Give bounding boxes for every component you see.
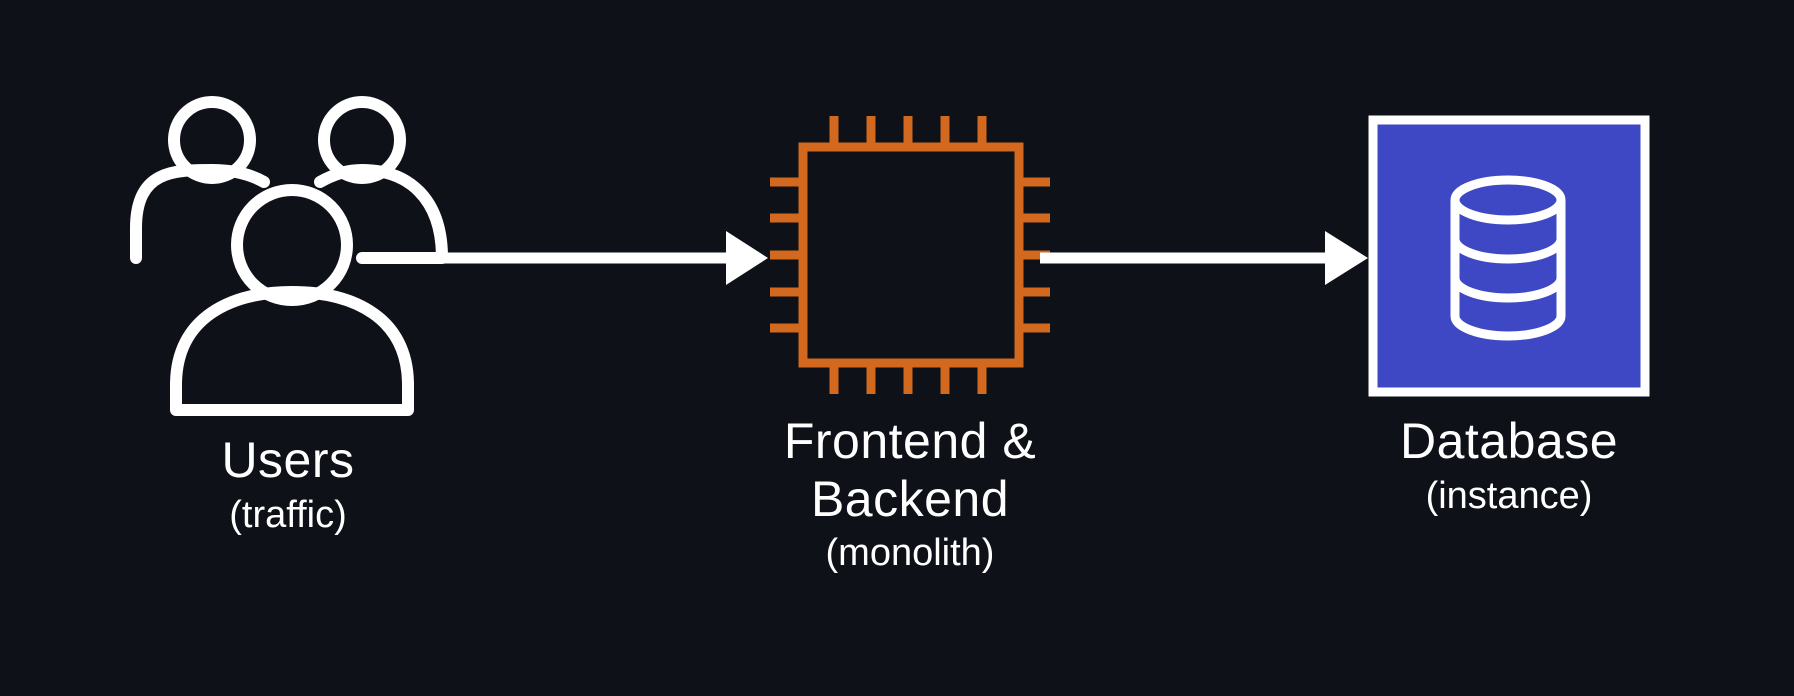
database-label: Database (instance): [1378, 413, 1640, 518]
users-label: Users (traffic): [188, 432, 388, 537]
edge-users-to-compute: [442, 231, 768, 285]
database-icon: [1368, 115, 1650, 397]
users-subtitle: (traffic): [229, 493, 347, 536]
compute-subtitle: (monolith): [825, 532, 995, 574]
database-title: Database: [1399, 413, 1619, 469]
database-subtitle: (instance): [1425, 474, 1593, 517]
compute-label: Frontend & Backend (monolith): [750, 413, 1070, 576]
compute-title-line1: Frontend &: [783, 413, 1037, 469]
chip-icon: [770, 116, 1050, 394]
users-group-icon: [130, 96, 448, 416]
users-title: Users: [221, 432, 355, 488]
compute-title-line2: Backend: [810, 470, 1010, 527]
edge-compute-to-database: [1040, 231, 1368, 285]
